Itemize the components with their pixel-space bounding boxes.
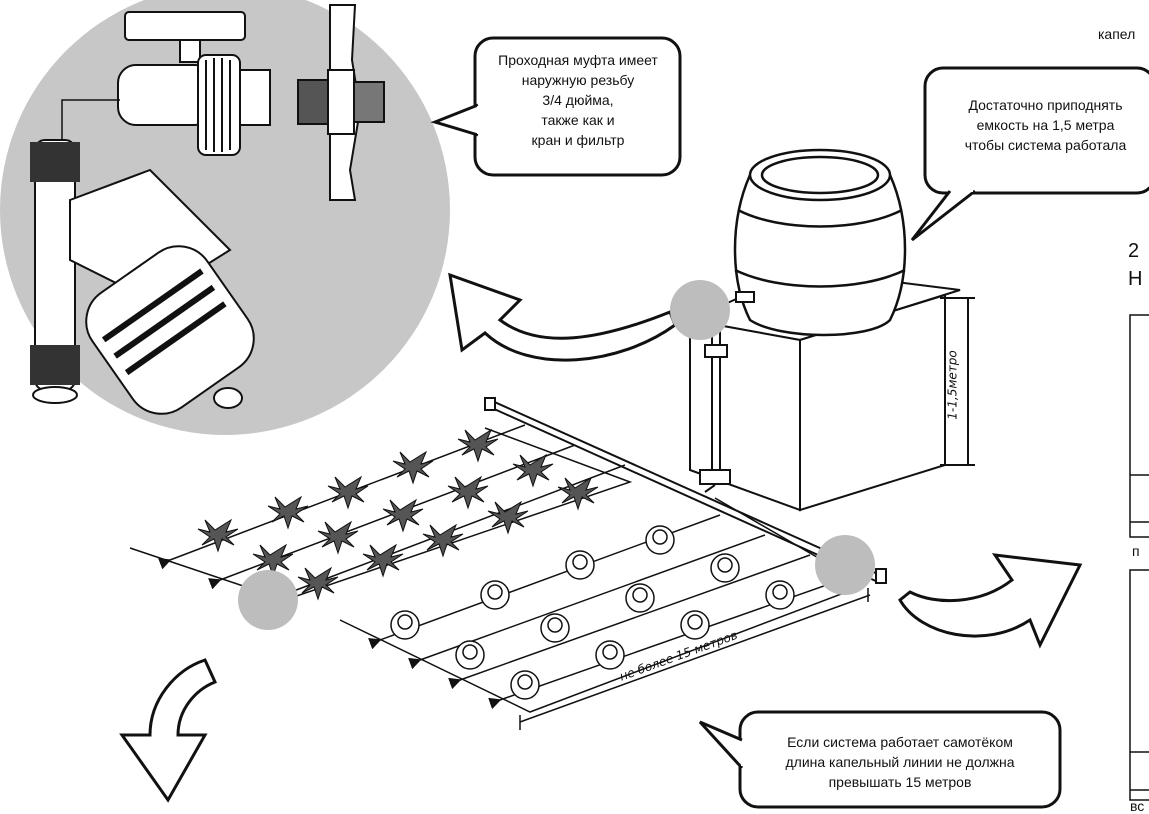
callout-coupling-text: Проходная муфта имеет наружную резьбу 3/…: [478, 50, 678, 150]
callout-gravity-line: Если система работает самотёком: [787, 734, 1013, 750]
callout-gravity-line: превышать 15 метров: [828, 774, 972, 790]
edge-panel-two-label: вс: [1130, 798, 1145, 814]
callout-gravity-bubble: [698, 710, 1062, 809]
garden-bed-upper: [129, 427, 633, 601]
callout-gravity-text: Если система работает самотёком длина ка…: [745, 732, 1055, 792]
side-panels: [1129, 314, 1149, 801]
arrow-to-zoom-icon: [448, 272, 677, 362]
edge-heading-letter: Н: [1128, 268, 1143, 290]
callout-tank-line: емкость на 1,5 метра: [976, 117, 1115, 133]
edge-text-top-right: капел: [1098, 26, 1136, 42]
edge-panel-one-label: п: [1132, 543, 1140, 559]
marker-pipe-end: [815, 535, 875, 595]
garden-bed-lower: [339, 497, 871, 730]
callout-coupling-line: 3/4 дюйма,: [542, 92, 614, 108]
marker-valve: [670, 280, 730, 340]
feed-pipe: [699, 291, 755, 485]
coupling-icon: [297, 69, 385, 135]
callout-coupling-line: Проходная муфта имеет: [498, 52, 658, 68]
callout-coupling-line: кран и фильтр: [531, 132, 625, 148]
callout-tank-line: чтобы система работала: [964, 137, 1127, 153]
ball-valve-icon: [117, 11, 271, 156]
callout-coupling-line: наружную резьбу: [521, 72, 635, 88]
arrow-right-icon: [898, 553, 1083, 649]
marker-bed: [238, 570, 298, 630]
cabbage-plants: [390, 525, 795, 700]
tomato-plants: [197, 428, 599, 601]
callout-gravity-line: длина капельный линии не должна: [785, 754, 1015, 770]
callout-coupling-bubble: [430, 36, 682, 177]
main-supply-pipe: [484, 397, 887, 584]
callout-coupling-line: также как и: [541, 112, 615, 128]
callout-tank-line: Достаточно приподнять: [968, 97, 1123, 113]
callout-tank-bubble: [910, 66, 1149, 242]
filter-icon: [30, 139, 255, 415]
barrel-icon: [733, 148, 907, 337]
arrow-down-left-icon: [119, 658, 218, 803]
edge-heading-number: 2: [1128, 240, 1140, 262]
zoom-circle-detail: [0, 0, 450, 435]
height-dimension-label: 1-1,5метро: [945, 350, 960, 420]
callout-tank-text: Достаточно приподнять емкость на 1,5 мет…: [928, 95, 1149, 155]
